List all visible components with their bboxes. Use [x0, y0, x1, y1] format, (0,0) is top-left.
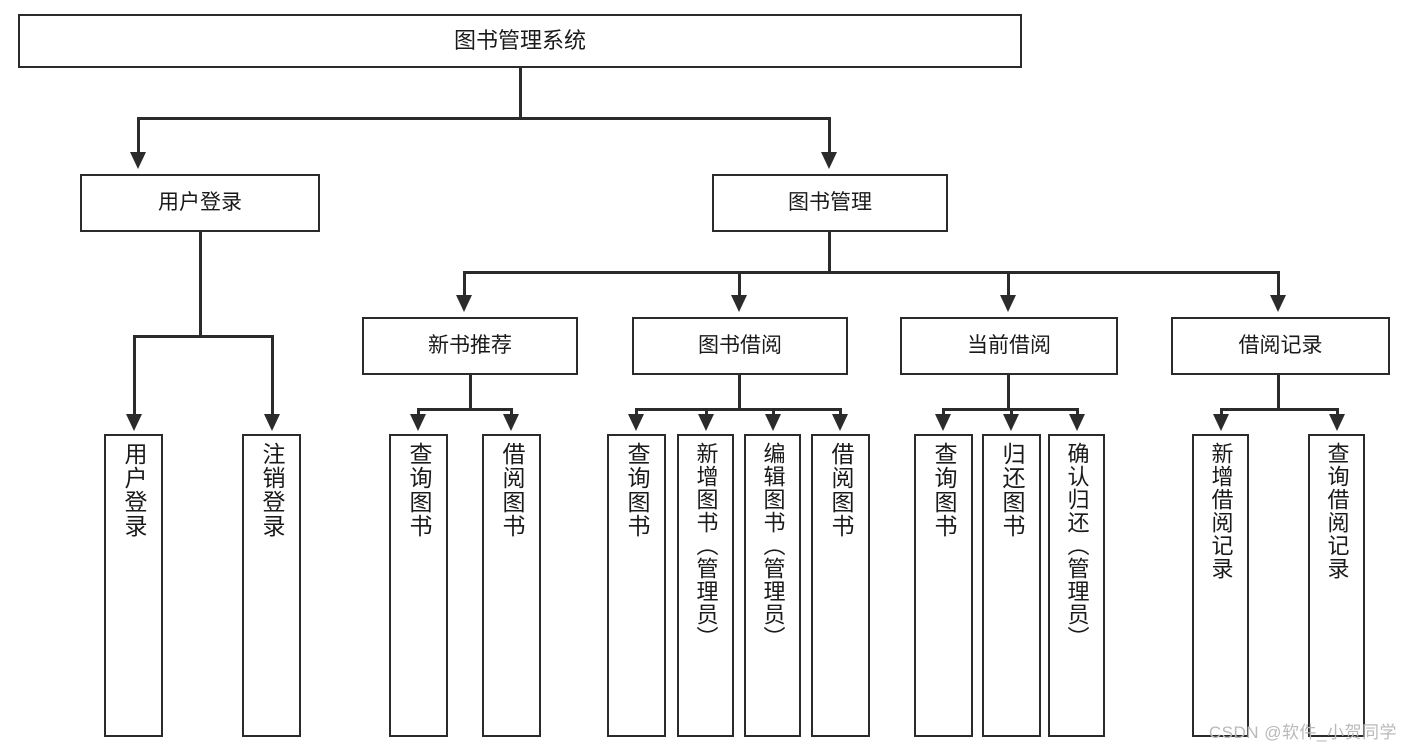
connector-drop-user-login — [137, 117, 140, 155]
node-leaf-logout-login-label: 注销登录 — [259, 442, 285, 538]
node-leaf-add-book[interactable]: 新增图书（管理员） — [677, 434, 734, 737]
node-leaf-query-book-1[interactable]: 查询图书 — [389, 434, 448, 737]
connector-drop-leaf-query-book-3 — [942, 408, 945, 418]
node-leaf-borrow-book-2[interactable]: 借阅图书 — [811, 434, 870, 737]
connector-book-borrow-stem — [738, 375, 741, 408]
connector-drop-leaf-edit-book — [772, 408, 775, 418]
connector-drop-leaf-add-record — [1220, 408, 1223, 418]
node-leaf-add-book-label: 新增图书（管理员） — [693, 442, 719, 649]
connector-user-login-stem — [199, 232, 202, 335]
connector-drop-leaf-query-book-1 — [417, 408, 420, 418]
arrow-borrow-record — [1270, 295, 1286, 312]
connector-book-borrow-bus — [635, 408, 842, 411]
arrow-leaf-logout-login — [264, 414, 280, 431]
arrow-book-manage — [821, 152, 837, 169]
arrow-leaf-confirm-return — [1069, 414, 1085, 431]
arrow-user-login — [130, 152, 146, 169]
connector-new-book-recommend-bus — [417, 408, 513, 411]
connector-drop-book-borrow — [738, 271, 741, 298]
arrow-book-borrow — [731, 295, 747, 312]
node-leaf-add-record-label: 新增借阅记录 — [1208, 442, 1234, 580]
arrow-new-book-recommend — [456, 295, 472, 312]
node-leaf-borrow-book-1-label: 借阅图书 — [499, 442, 525, 538]
node-leaf-borrow-book-1[interactable]: 借阅图书 — [482, 434, 541, 737]
connector-root-stem — [519, 68, 522, 117]
connector-drop-leaf-borrow-book-1 — [510, 408, 513, 418]
node-leaf-return-book[interactable]: 归还图书 — [982, 434, 1041, 737]
arrow-leaf-add-record — [1213, 414, 1229, 431]
node-leaf-query-book-1-label: 查询图书 — [406, 442, 432, 538]
arrow-leaf-query-book-3 — [935, 414, 951, 431]
connector-drop-current-borrow — [1007, 271, 1010, 298]
node-leaf-query-record[interactable]: 查询借阅记录 — [1308, 434, 1365, 737]
connector-level3-bus — [463, 271, 1280, 274]
connector-book-manage-stem — [828, 232, 831, 271]
node-borrow-record-label: 借阅记录 — [1238, 333, 1323, 357]
connector-drop-leaf-return-book — [1010, 408, 1013, 418]
node-new-book-recommend[interactable]: 新书推荐 — [362, 317, 578, 375]
connector-new-book-recommend-stem — [469, 375, 472, 408]
connector-drop-leaf-borrow-book-2 — [839, 408, 842, 418]
node-leaf-query-book-2[interactable]: 查询图书 — [607, 434, 666, 737]
connector-user-login-bus — [133, 335, 274, 338]
connector-borrow-record-bus — [1220, 408, 1339, 411]
arrow-leaf-user-login — [126, 414, 142, 431]
connector-drop-new-book-recommend — [463, 271, 466, 298]
node-user-login-label: 用户登录 — [158, 190, 242, 214]
node-leaf-confirm-return-label: 确认归还（管理员） — [1064, 442, 1090, 649]
node-leaf-edit-book-label: 编辑图书（管理员） — [760, 442, 786, 649]
arrow-leaf-edit-book — [765, 414, 781, 431]
connector-drop-leaf-user-login — [133, 335, 136, 417]
node-leaf-query-book-3-label: 查询图书 — [931, 442, 957, 538]
arrow-leaf-query-record — [1329, 414, 1345, 431]
node-root[interactable]: 图书管理系统 — [18, 14, 1022, 68]
arrow-leaf-return-book — [1003, 414, 1019, 431]
arrow-current-borrow — [1000, 295, 1016, 312]
node-leaf-add-record[interactable]: 新增借阅记录 — [1192, 434, 1249, 737]
node-current-borrow-label: 当前借阅 — [967, 333, 1051, 357]
node-leaf-confirm-return[interactable]: 确认归还（管理员） — [1048, 434, 1105, 737]
node-user-login[interactable]: 用户登录 — [80, 174, 320, 232]
arrow-leaf-query-book-1 — [410, 414, 426, 431]
node-book-borrow-label: 图书借阅 — [698, 333, 782, 357]
arrow-leaf-borrow-book-2 — [832, 414, 848, 431]
node-leaf-query-book-3[interactable]: 查询图书 — [914, 434, 973, 737]
connector-borrow-record-stem — [1277, 375, 1280, 408]
arrow-leaf-add-book — [698, 414, 714, 431]
node-leaf-logout-login[interactable]: 注销登录 — [242, 434, 301, 737]
node-leaf-borrow-book-2-label: 借阅图书 — [828, 442, 854, 538]
connector-drop-leaf-query-record — [1336, 408, 1339, 418]
node-leaf-user-login-label: 用户登录 — [121, 442, 147, 538]
node-root-label: 图书管理系统 — [453, 28, 586, 54]
node-book-manage[interactable]: 图书管理 — [712, 174, 948, 232]
csdn-watermark: CSDN @软件_小贺同学 — [1208, 723, 1397, 742]
connector-drop-leaf-confirm-return — [1076, 408, 1079, 418]
connector-drop-borrow-record — [1277, 271, 1280, 298]
node-leaf-return-book-label: 归还图书 — [999, 442, 1025, 538]
connector-drop-leaf-query-book-2 — [635, 408, 638, 418]
connector-drop-leaf-add-book — [705, 408, 708, 418]
connector-current-borrow-stem — [1007, 375, 1010, 408]
arrow-leaf-query-book-2 — [628, 414, 644, 431]
connector-drop-book-manage — [828, 117, 831, 155]
arrow-leaf-borrow-book-1 — [503, 414, 519, 431]
connector-drop-leaf-logout-login — [271, 335, 274, 417]
node-borrow-record[interactable]: 借阅记录 — [1171, 317, 1390, 375]
node-leaf-edit-book[interactable]: 编辑图书（管理员） — [744, 434, 801, 737]
connector-level2-bus — [137, 117, 831, 120]
node-leaf-query-record-label: 查询借阅记录 — [1324, 442, 1350, 580]
node-leaf-query-book-2-label: 查询图书 — [624, 442, 650, 538]
node-book-borrow[interactable]: 图书借阅 — [632, 317, 848, 375]
node-book-manage-label: 图书管理 — [788, 190, 872, 214]
node-current-borrow[interactable]: 当前借阅 — [900, 317, 1118, 375]
node-new-book-recommend-label: 新书推荐 — [428, 333, 512, 357]
node-leaf-user-login[interactable]: 用户登录 — [104, 434, 163, 737]
